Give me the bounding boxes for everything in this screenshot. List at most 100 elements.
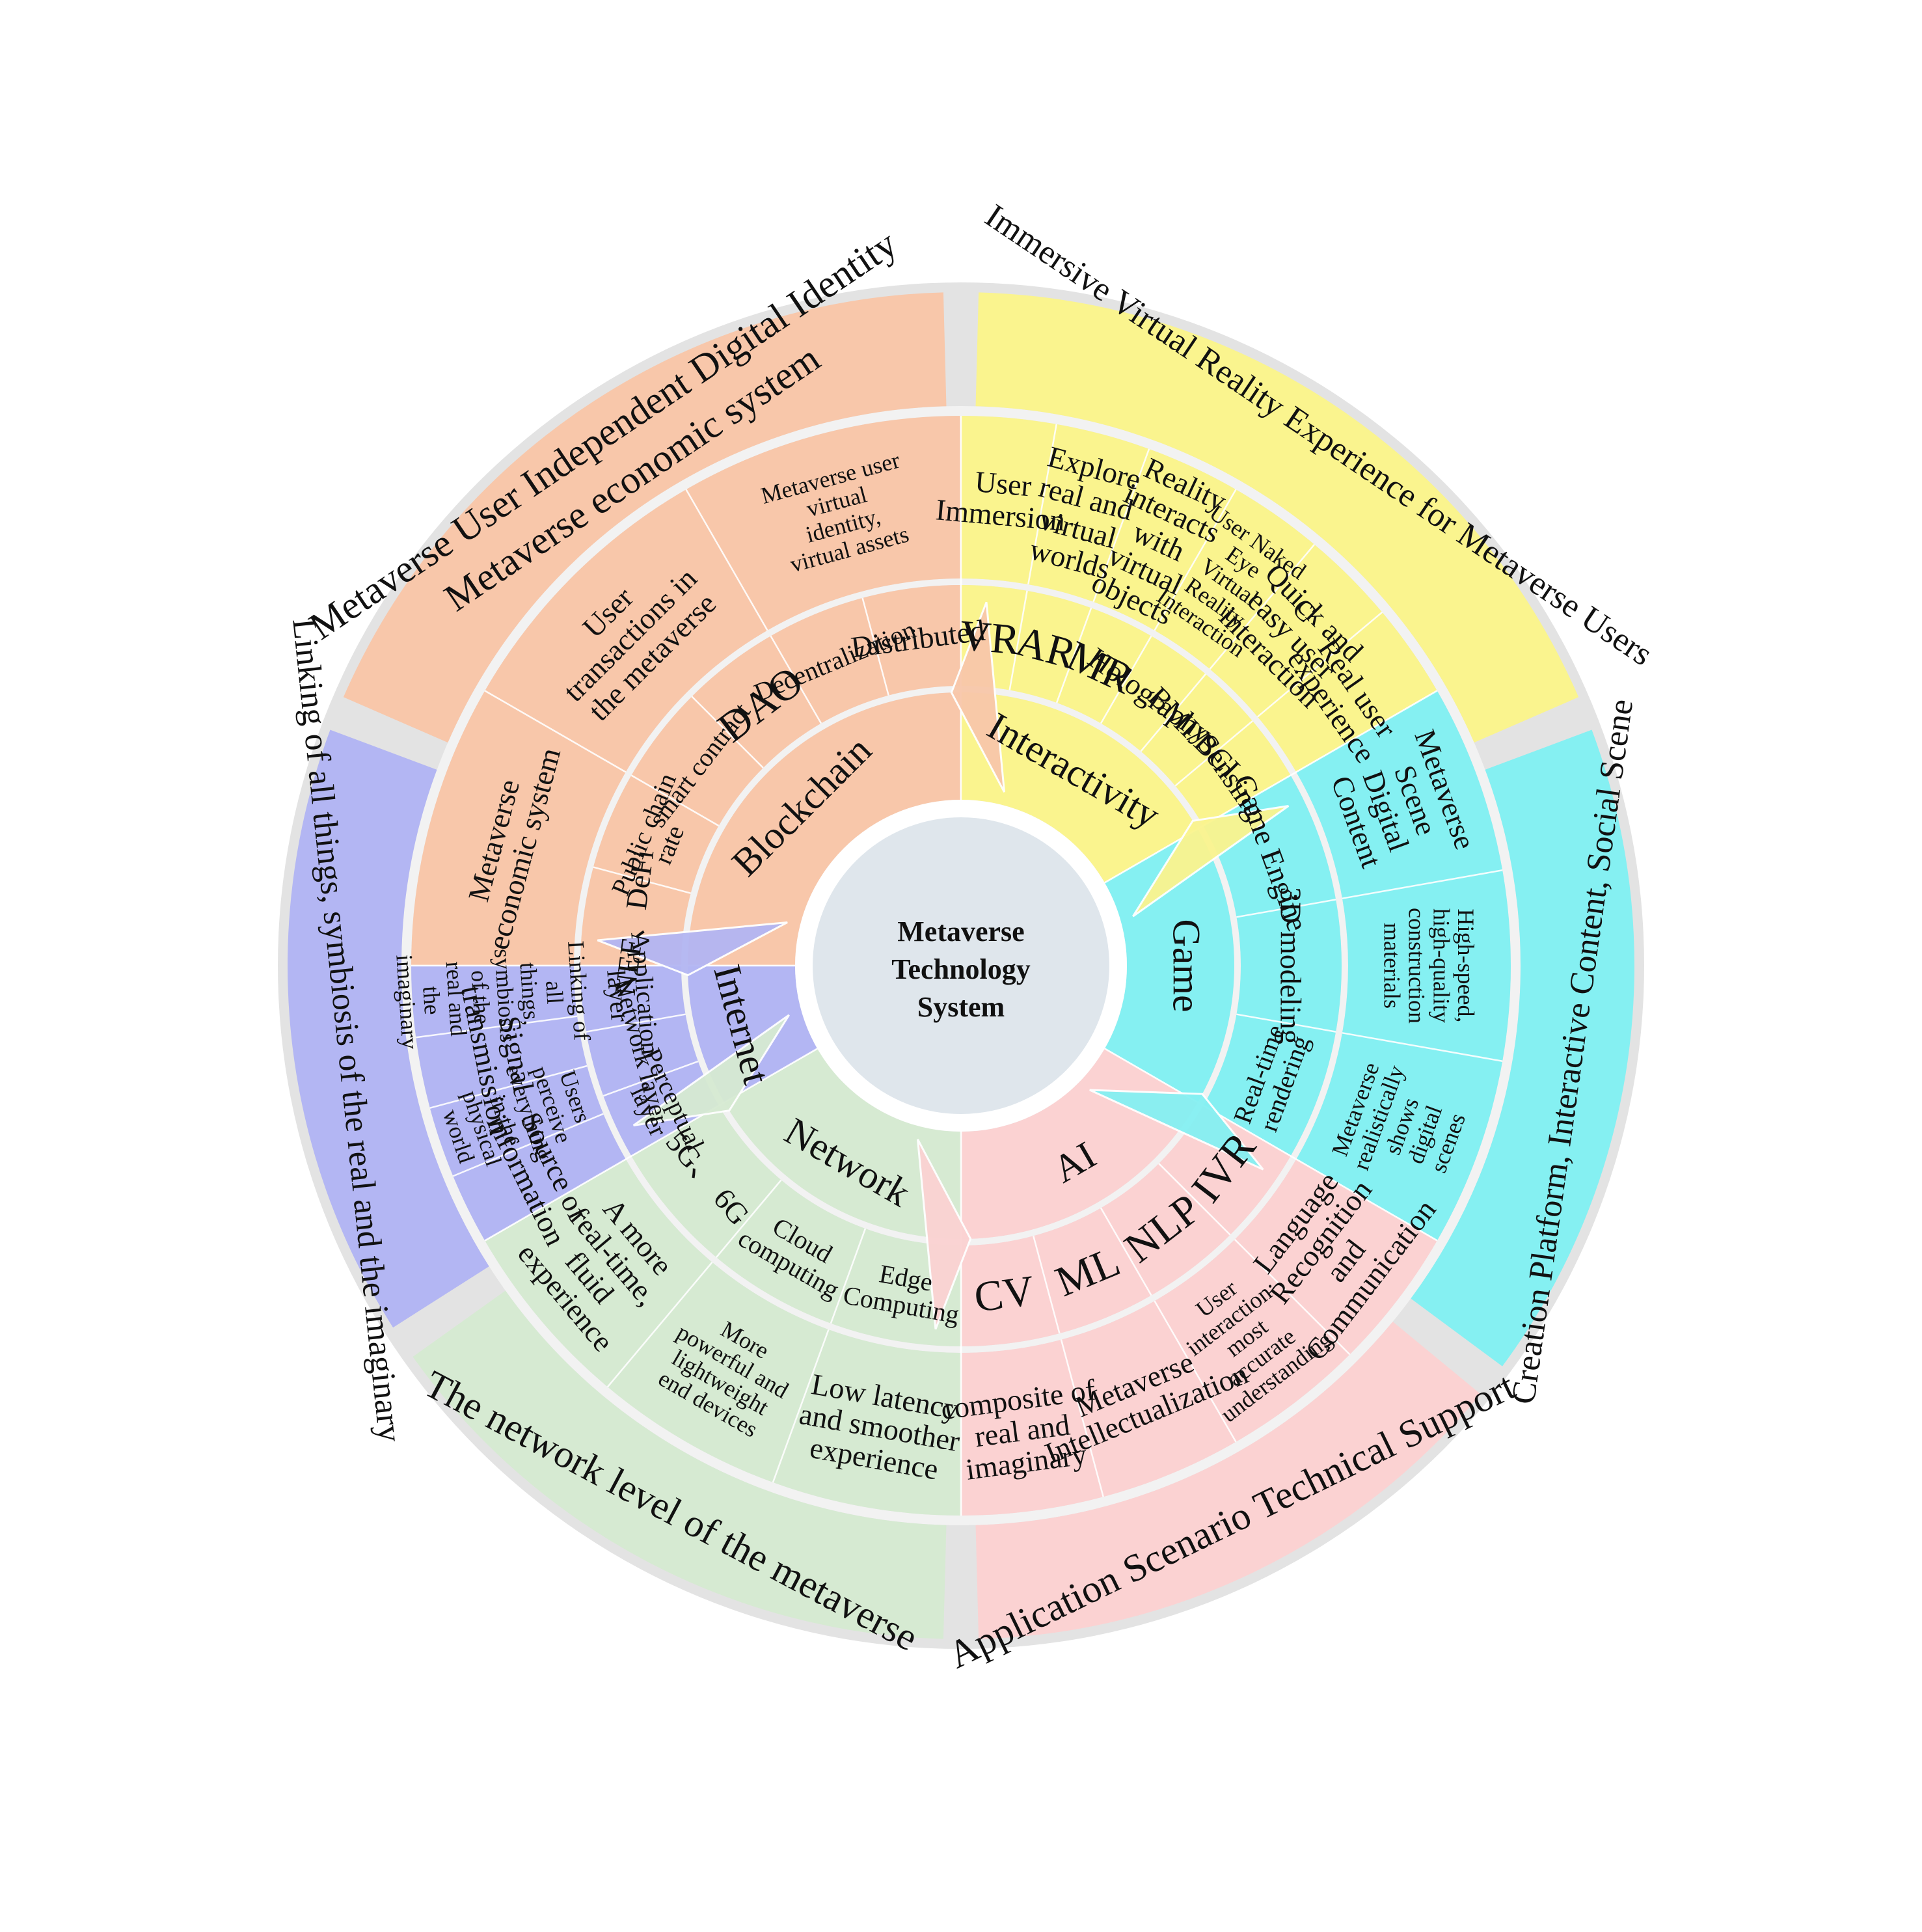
tech-divider-ai-3 [1033,1236,1061,1334]
outer-segment-blockchain [343,292,947,743]
core-segment-game [1104,829,1235,1102]
tech-label-ai-3: CV [971,1267,1036,1322]
tech-segment-blockchain [580,585,961,966]
tech-divider-network-2 [716,1179,782,1258]
apps-label-internet-3-line: real and [441,960,472,1037]
apps-label-internet-3-line: things, [515,962,545,1026]
apps-divider-blockchain-2 [685,489,768,631]
apps-segment-network [485,1159,961,1516]
ring-gap-1 [401,406,1521,1525]
apps-divider-network-2 [606,1261,713,1388]
apps-divider-interactivity-2 [1092,448,1150,603]
outer-segment-internet [287,729,489,1328]
tech-segment-network [631,1106,961,1346]
outer-segment-interactivity [975,292,1579,743]
tech-segment-ai [961,1106,1291,1346]
apps-divider-game-2 [1342,1032,1503,1062]
sector-divider-internet-0 [484,1048,818,1242]
apps-label-ai-1: Userinteraction:mostaccurateunderstandin… [1156,1248,1337,1428]
tech-segment-game [1203,775,1342,1156]
apps-label-internet-3-line: the [418,985,446,1016]
tech-divider-interactivity-2 [1055,607,1092,703]
apps-divider-internet-2 [429,1065,588,1109]
apps-divider-ai-2 [1154,1300,1237,1443]
tech-divider-ai-1 [1158,1163,1231,1236]
core-arrows [597,601,1290,1330]
apps-divider-ai-3 [1060,1339,1104,1497]
tech-divider-interactivity-4 [1140,673,1206,752]
sector-divider-ai-0 [1104,1048,1438,1242]
tech-label-ai-3-line: CV [971,1267,1036,1322]
apps-label-internet-3-line: symbiosis [489,948,521,1043]
core-label-game-line: Game [1165,919,1208,1012]
apps-label-internet-3: Linking ofallthings,symbiosisof thereal … [391,940,595,1053]
sector-divider-game-0 [1104,690,1438,884]
apps-divider-interactivity-5 [1256,611,1383,718]
tech-divider-game-2 [1236,1013,1336,1033]
outer-segment-network [413,1290,947,1639]
tech-divider-blockchain-5 [861,597,889,696]
tech-divider-internet-2 [586,1013,686,1033]
tech-divider-blockchain-4 [770,635,822,724]
apps-divider-internet-3 [416,1015,578,1039]
arrow-internet [597,921,788,977]
center-disc: Metaverse Technology System [795,800,1127,1132]
tech-label-interactivity-0-line: VR [958,612,1022,664]
outer-segment-ai [975,1322,1481,1639]
apps-label-game-1-line: materials [1379,923,1405,1009]
center-label-line-1: Metaverse [897,916,1024,947]
apps-label-game-1-line: construction [1404,908,1430,1024]
core-segment-network [724,1048,961,1240]
tech-divider-interactivity-3 [1100,635,1152,724]
tech-segment-interactivity [961,585,1291,826]
apps-divider-network-1 [772,1329,830,1483]
apps-label-internet-3-line: all [541,980,568,1005]
apps-label-interactivity-0-line: User [973,465,1033,502]
apps-label-internet-3-line: imaginary [391,954,423,1050]
apps-segment-interactivity [961,416,1437,772]
center-label-line-2: Technology [891,953,1031,985]
apps-segment-ai [961,1159,1437,1516]
core-segment-blockchain [688,692,961,966]
apps-label-internet-3-line: of the [466,970,495,1025]
core-segment-interactivity [961,692,1198,883]
apps-label-internet-3-line: Linking of [563,940,595,1041]
arrow-game [1089,1089,1264,1171]
tech-divider-ai-2 [1100,1207,1152,1296]
tech-divider-blockchain-1 [593,866,691,894]
tech-divider-internet-1 [602,1060,699,1097]
apps-segment-blockchain [411,416,961,966]
center-circle [807,812,1115,1119]
apps-divider-blockchain-1 [484,690,627,773]
apps-divider-interactivity-1 [1027,424,1057,585]
tech-divider-blockchain-2 [630,774,720,827]
arrow-network [632,1014,790,1126]
tech-label-game-1: 3D modeling [1274,887,1307,1044]
apps-divider-ai-1 [1234,1238,1351,1355]
core-label-game: Game [1165,919,1208,1012]
tech-label-interactivity-0: VR [958,612,1022,664]
tech-divider-blockchain-3 [691,696,764,769]
tech-divider-interactivity-5 [1174,720,1253,787]
outer-segment-game [1411,729,1634,1367]
arrow-blockchain [950,601,1006,793]
apps-divider-interactivity-4 [1209,543,1316,670]
tech-label-game-1-line: 3D modeling [1274,887,1307,1044]
apps-divider-interactivity-3 [1154,489,1237,631]
apps-label-game-1-line: High-speed, [1453,909,1479,1023]
arrow-ai [916,1139,972,1330]
arrow-interactivity [1132,805,1290,918]
apps-label-game-1: High-speed,high-qualityconstructionmater… [1379,908,1479,1024]
apps-segment-game [1296,690,1511,1241]
apps-divider-game-1 [1342,869,1503,899]
center-label-line-3: System [917,991,1005,1023]
tech-divider-interactivity-1 [1008,590,1028,690]
tech-divider-game-1 [1236,899,1336,918]
apps-divider-internet-1 [452,1113,604,1177]
tech-label-internet-2: Applicationlayer [598,931,665,1058]
tech-label-internet-2-line: layer [601,968,635,1023]
apps-label-game-0: MetaverseSceneDigitalContent [1320,725,1482,886]
apps-label-game-1-line: high-quality [1428,908,1454,1023]
tech-divider-network-1 [830,1228,867,1324]
